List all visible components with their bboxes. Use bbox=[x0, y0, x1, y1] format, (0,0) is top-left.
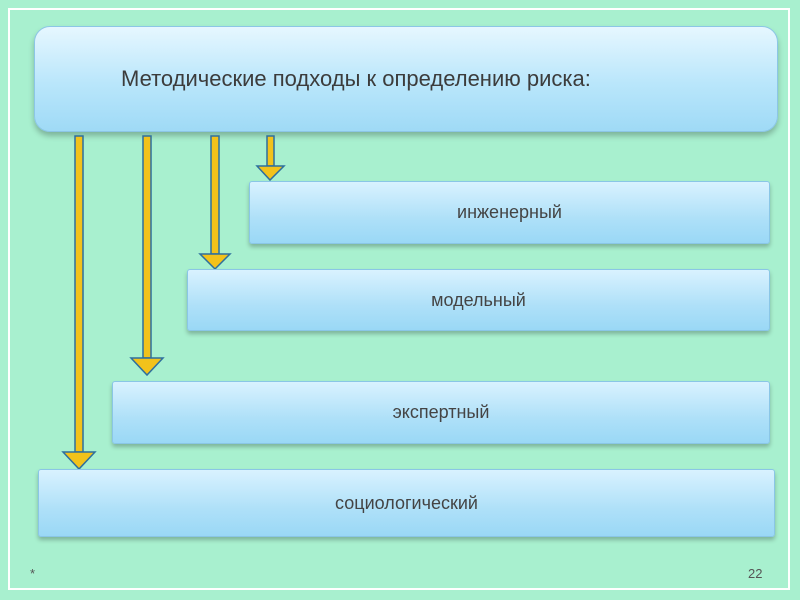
approach-label: модельный bbox=[431, 289, 526, 310]
approach-model-box: модельный bbox=[187, 269, 770, 331]
approach-label: социологический bbox=[335, 492, 478, 513]
title-text: Методические подходы к определению риска… bbox=[121, 66, 591, 91]
approach-sociological-box: социологический bbox=[38, 469, 775, 537]
approach-label: экспертный bbox=[392, 402, 490, 422]
arrow-to-expert bbox=[129, 135, 165, 377]
approach-expert-box: экспертный bbox=[112, 381, 770, 444]
arrow-to-sociological bbox=[61, 135, 97, 471]
arrow-to-model bbox=[198, 135, 232, 271]
footer-left-mark: * bbox=[30, 566, 36, 581]
page-number: 22 bbox=[748, 566, 763, 581]
approach-label: инженерный bbox=[457, 202, 562, 222]
approach-engineering-box: инженерный bbox=[249, 181, 770, 244]
slide-frame bbox=[8, 8, 790, 590]
title-box: Методические подходы к определению риска… bbox=[34, 26, 778, 132]
arrow-to-engineering bbox=[255, 135, 286, 182]
